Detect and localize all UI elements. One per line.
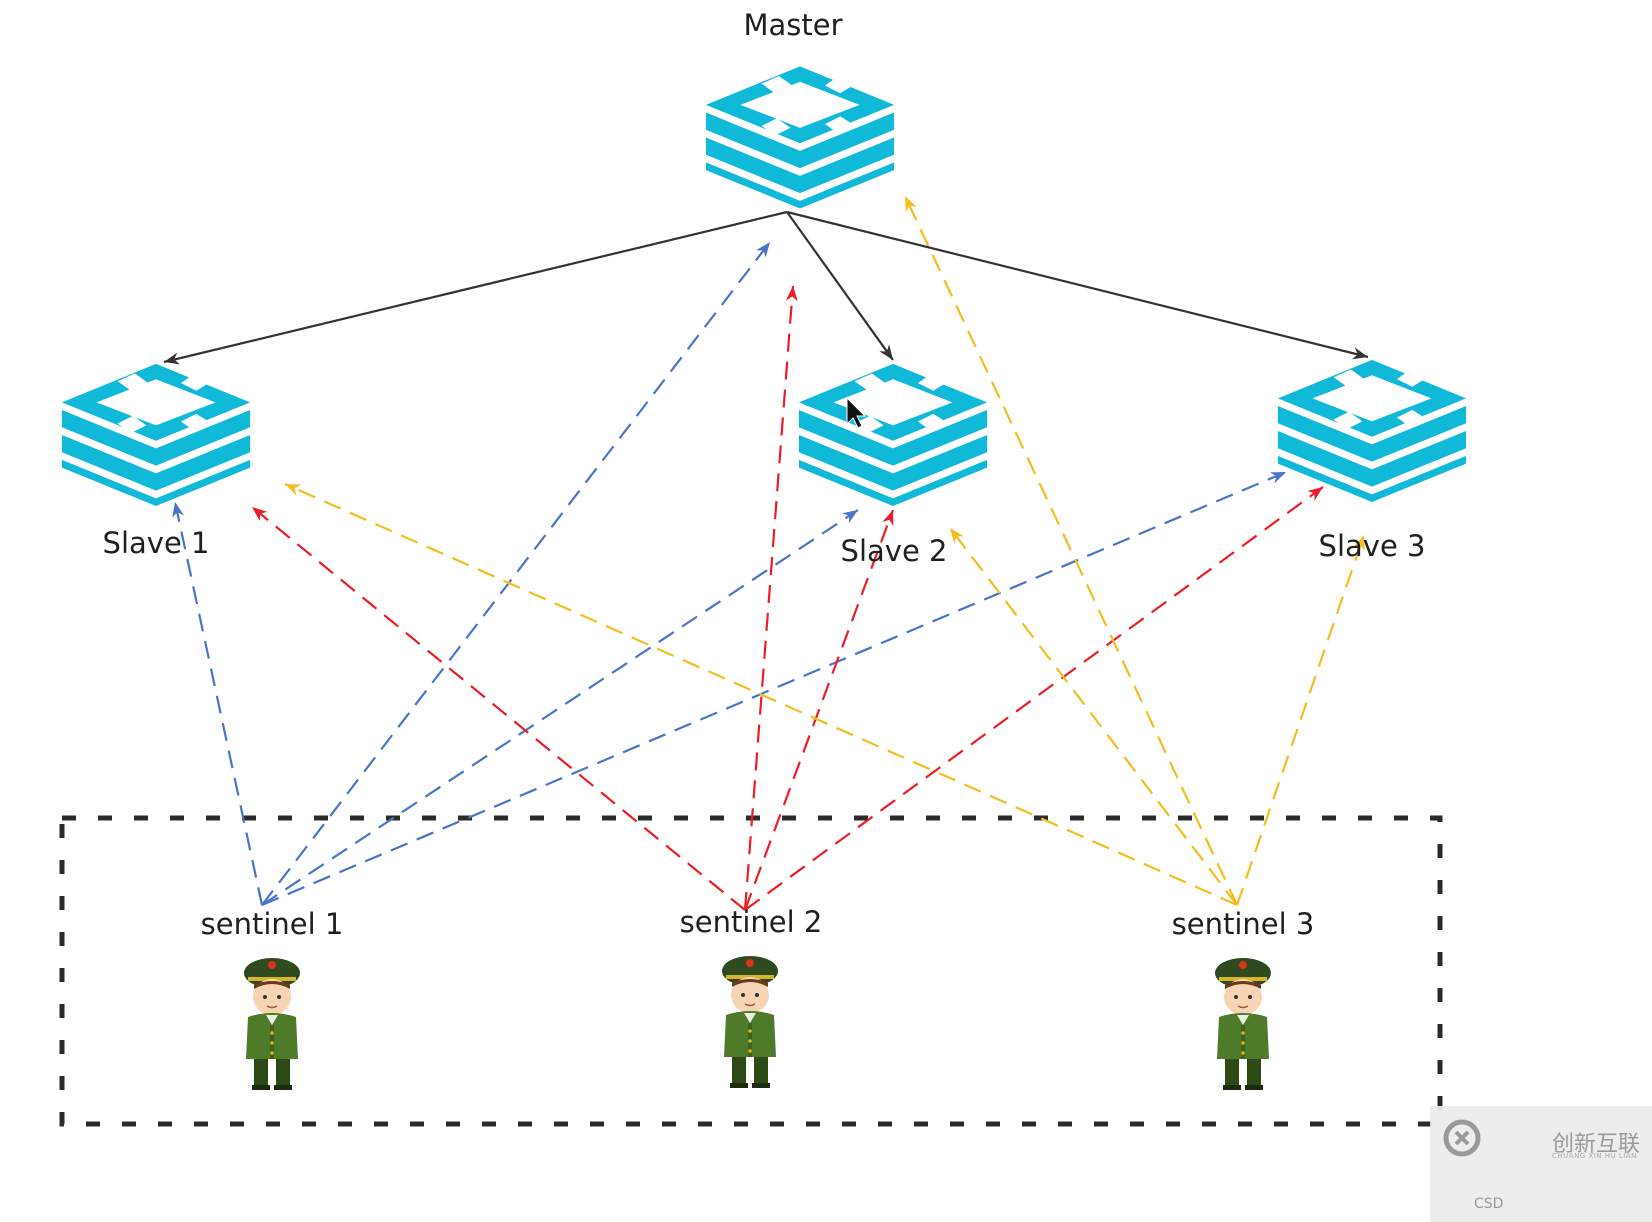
master-label: Master <box>743 8 843 42</box>
monitor-edge-sentinel-1-to-master-arrowhead <box>756 242 770 258</box>
monitor-edge-sentinel-3-to-master <box>904 195 1238 906</box>
replication-edge-slave-2 <box>786 211 894 361</box>
slave-3-redis-icon[interactable] <box>1277 359 1467 502</box>
sentinel-2-soldier-icon[interactable] <box>721 955 779 1089</box>
monitor-edge-sentinel-1-to-slave-2 <box>261 509 859 906</box>
slave-2-redis-icon[interactable] <box>798 363 988 506</box>
monitor-edge-sentinel-2-to-slave-2 <box>743 509 895 911</box>
master-redis-icon[interactable] <box>705 66 895 209</box>
monitor-edge-sentinel-2-to-slave-3-arrowhead <box>1307 487 1323 501</box>
watermark-panel <box>1430 1106 1652 1222</box>
replication-edge-slave-1-arrowhead <box>164 352 180 365</box>
slave-2-label: Slave 2 <box>840 534 948 568</box>
monitor-edge-sentinel-2-to-master-arrowhead <box>785 286 798 302</box>
monitor-edge-sentinel-3-to-slave-3 <box>1235 534 1366 906</box>
monitor-edge-sentinel-1-to-slave-1 <box>173 501 264 906</box>
slave-3-label: Slave 3 <box>1318 529 1426 563</box>
monitor-edge-sentinel-3-to-slave-2-arrowhead <box>950 528 964 544</box>
sentinel-1-soldier-icon[interactable] <box>243 957 301 1091</box>
monitor-edge-sentinel-1-to-slave-3 <box>261 470 1287 907</box>
mouse-cursor-icon <box>846 396 867 429</box>
monitor-edge-sentinel-2-to-slave-1 <box>251 506 746 911</box>
monitor-edge-sentinel-2-to-slave-3 <box>744 486 1324 911</box>
watermark-logo-icon <box>1443 1119 1481 1157</box>
sentinel-1-label: sentinel 1 <box>200 907 344 941</box>
slave-1-redis-icon[interactable] <box>61 363 251 506</box>
watermark-sub: CHUANG XIN HU LIAN <box>1552 1152 1637 1160</box>
slave-1-label: Slave 1 <box>102 526 210 560</box>
sentinel-3-soldier-icon[interactable] <box>1214 957 1272 1091</box>
monitor-edge-sentinel-3-to-slave-1-arrowhead <box>285 484 302 496</box>
monitor-edge-sentinel-2-to-slave-2-arrowhead <box>882 510 894 527</box>
monitor-edge-sentinel-1-to-slave-3-arrowhead <box>1269 472 1286 484</box>
monitor-edge-sentinel-1-to-master <box>261 241 771 906</box>
sentinel-2-label: sentinel 2 <box>679 905 823 939</box>
monitor-edge-sentinel-3-to-slave-3-arrowhead <box>1353 535 1365 552</box>
replication-edge-slave-1 <box>163 210 788 364</box>
monitor-edge-sentinel-1-to-slave-1-arrowhead <box>172 502 185 518</box>
replication-edge-slave-3-arrowhead <box>1351 347 1368 360</box>
monitor-edge-sentinel-3-to-master-arrowhead <box>905 196 917 213</box>
monitor-edge-sentinel-3-to-slave-2 <box>949 527 1238 906</box>
watermark-brand: 创新互联 <box>1552 1132 1641 1157</box>
sentinel-3-label: sentinel 3 <box>1171 907 1315 941</box>
monitor-edge-sentinel-1-to-slave-2-arrowhead <box>842 510 858 524</box>
watermark-fragment: CSD <box>1474 1196 1504 1212</box>
monitor-edge-sentinel-2-to-master <box>743 285 795 911</box>
replication-edge-slave-3 <box>786 210 1369 359</box>
monitor-edge-sentinel-3-to-slave-1 <box>284 482 1238 907</box>
replication-edge-slave-2-arrowhead <box>879 344 893 360</box>
monitor-edge-sentinel-2-to-slave-1-arrowhead <box>252 507 268 522</box>
